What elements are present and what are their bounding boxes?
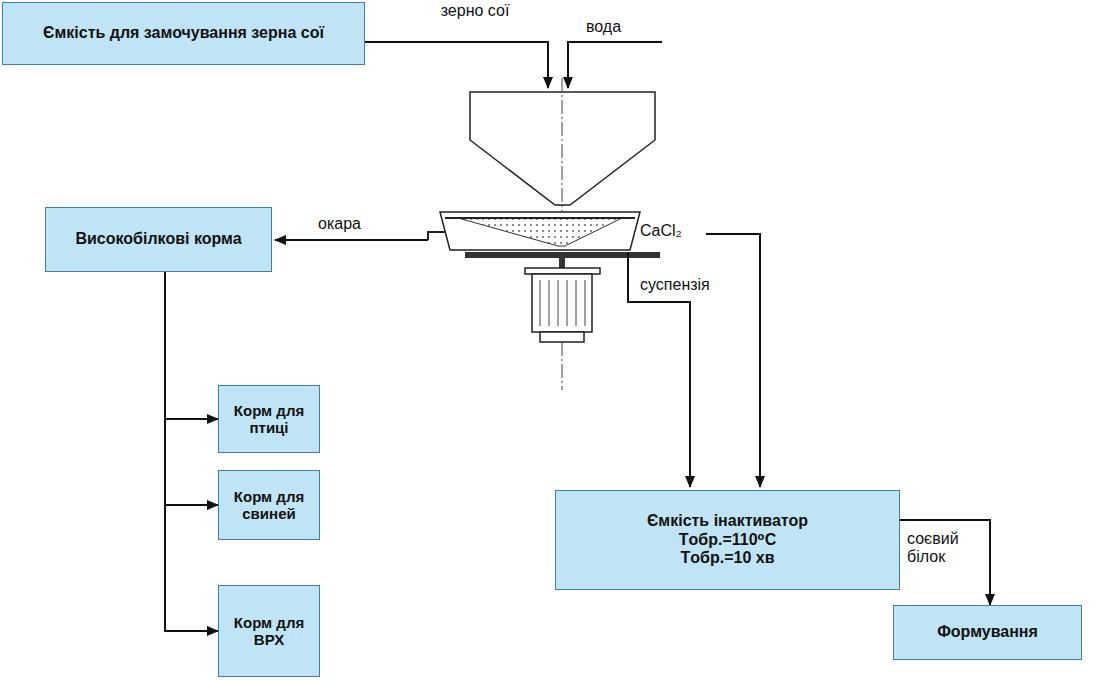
- okara-spout: [428, 232, 445, 240]
- edge-label: соєвий білок: [905, 530, 977, 567]
- bowl-rim: [445, 217, 635, 219]
- flow-arrow: [165, 272, 218, 505]
- flow-arrow: [165, 272, 218, 419]
- feed-type-box: Корм для свиней: [218, 470, 320, 540]
- box-text: Ємкість для замочування зерна сої: [43, 24, 324, 42]
- feed-box: Високобілкові корма: [45, 207, 272, 272]
- box-text: Корм для птиці: [227, 402, 311, 437]
- box-text: Корм для ВРХ: [227, 614, 311, 649]
- flow-label: окара: [318, 215, 361, 233]
- inactivator-box: Ємкість інактиваторTобр.=110⁰CTобр.=10 х…: [555, 490, 900, 590]
- tank-box: Ємкість для замочування зерна сої: [2, 2, 365, 65]
- flow-label: CaCl₂: [640, 222, 682, 240]
- base-plate: [465, 252, 660, 258]
- reagent-line: [706, 234, 760, 487]
- box-text: Формування: [937, 623, 1038, 641]
- flow-label: зерно сої: [440, 2, 510, 20]
- feed-type-box: Корм для ВРХ: [218, 585, 320, 677]
- centrifuge-bowl: [440, 212, 640, 250]
- sieve-cone: [458, 218, 622, 246]
- feed-line: [365, 42, 548, 88]
- flow-arrow: [165, 272, 218, 631]
- box-text: Tобр.=10 хв: [681, 549, 775, 567]
- motor-fins: [540, 280, 585, 326]
- box-text: Ємкість інактиватор: [647, 512, 808, 530]
- okara-line: [275, 239, 428, 241]
- flow-label: вода: [586, 18, 621, 36]
- motor-cap: [540, 332, 584, 342]
- forming-box: Формування: [893, 605, 1082, 660]
- feed-type-box: Корм для птиці: [218, 385, 320, 453]
- flow-arrow: [900, 520, 990, 605]
- motor-flange: [525, 268, 600, 274]
- motor-body: [532, 274, 592, 332]
- box-text: Корм для свиней: [227, 488, 311, 523]
- water-line: [568, 42, 662, 88]
- box-text: Tобр.=110⁰C: [679, 531, 776, 549]
- box-text: Високобілкові корма: [75, 230, 241, 248]
- flow-label: суспензія: [640, 276, 710, 294]
